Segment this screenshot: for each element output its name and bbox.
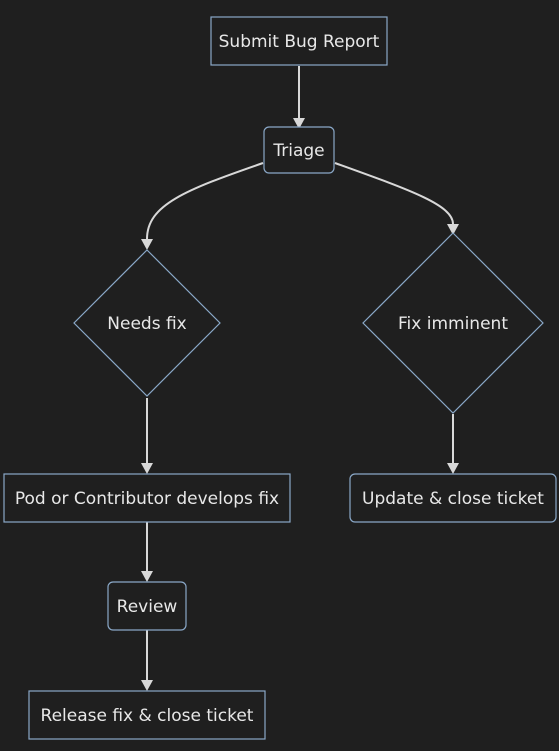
edge-submit-to-triage [293, 66, 305, 129]
node-shape [362, 232, 544, 414]
node-shape [73, 249, 221, 397]
edge-fix_imminent-to-update_close [447, 414, 459, 474]
node-label: Triage [272, 141, 324, 161]
edge-review-to-release [141, 630, 153, 691]
node-shape [107, 581, 187, 631]
node-label: Review [117, 597, 178, 617]
node-shape [28, 690, 266, 740]
node-update-close: Update & close ticket [349, 473, 557, 523]
edges-layer [141, 66, 459, 691]
arrow-head-icon [141, 571, 153, 582]
edge-triage-to-fix_imminent [334, 162, 459, 235]
node-label: Release fix & close ticket [41, 706, 254, 726]
edge-line [334, 162, 454, 225]
node-needs-fix: Needs fix [73, 249, 221, 397]
arrow-head-icon [447, 463, 459, 474]
node-label: Pod or Contributor develops fix [15, 489, 279, 509]
node-shape [263, 126, 335, 174]
node-fix-imminent: Fix imminent [362, 232, 544, 414]
arrow-head-icon [447, 224, 459, 235]
node-shape [3, 473, 291, 523]
node-develop: Pod or Contributor develops fix [3, 473, 291, 523]
edge-develop-to-review [141, 522, 153, 582]
arrow-head-icon [141, 463, 153, 474]
node-release: Release fix & close ticket [28, 690, 266, 740]
arrow-head-icon [141, 680, 153, 691]
node-review: Review [107, 581, 187, 631]
node-label: Needs fix [107, 314, 186, 334]
node-submit: Submit Bug Report [210, 16, 388, 66]
arrow-head-icon [293, 118, 305, 129]
node-shape [210, 16, 388, 66]
node-shape [349, 473, 557, 523]
edge-triage-to-needs_fix [141, 162, 264, 250]
edge-line [146, 162, 264, 240]
node-triage: Triage [263, 126, 335, 174]
node-label: Submit Bug Report [219, 32, 380, 52]
arrow-head-icon [141, 239, 153, 250]
node-label: Fix imminent [398, 314, 508, 334]
edge-needs_fix-to-develop [141, 398, 153, 474]
node-label: Update & close ticket [362, 489, 544, 509]
